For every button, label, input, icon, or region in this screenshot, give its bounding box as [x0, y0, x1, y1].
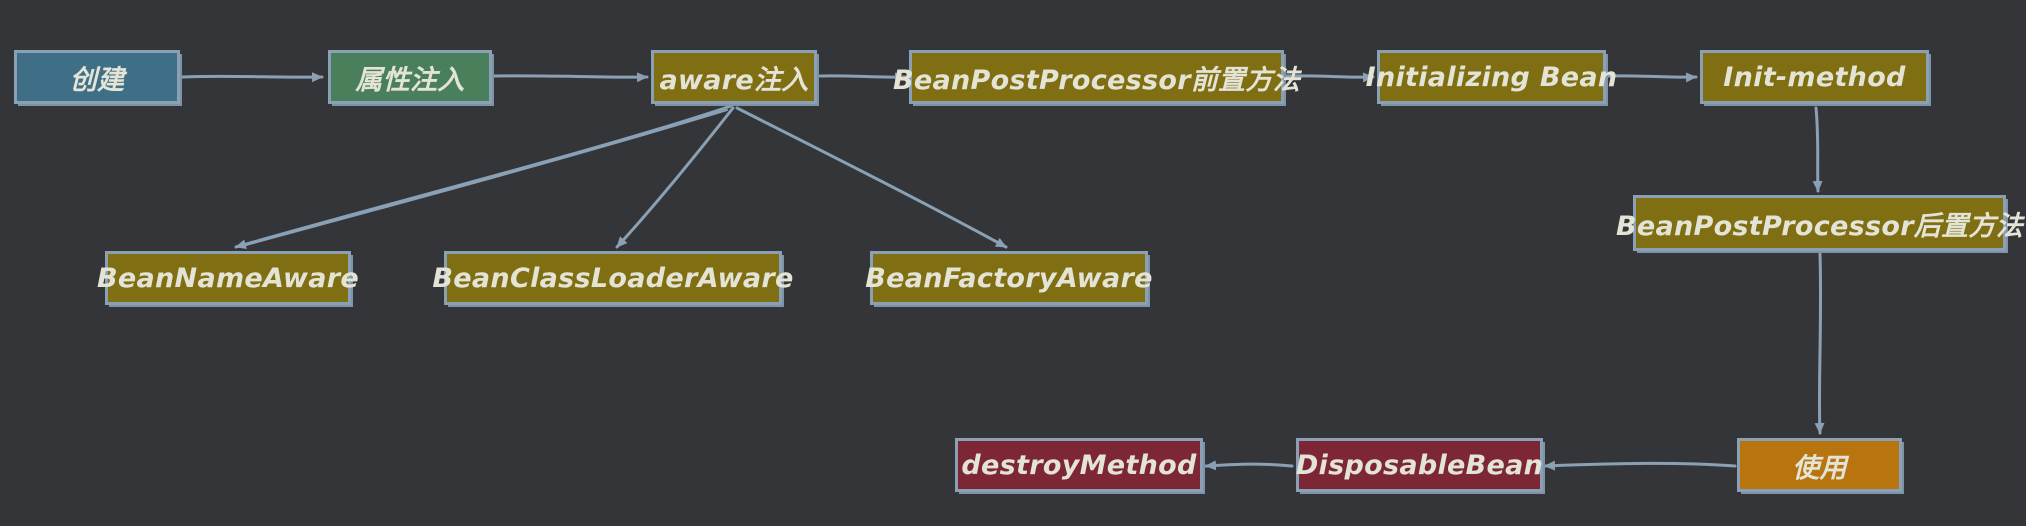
node-init-method-label: Init-method — [1723, 61, 1906, 93]
edge-disposable-bean-to-destroy-method — [1204, 460, 1294, 471]
node-destroy-method: destroyMethod — [955, 438, 1203, 492]
edge-create-to-property-inject — [180, 72, 324, 83]
node-bpp-before: BeanPostProcessor前置方法 — [893, 50, 1300, 104]
node-property-inject-label: 属性注入 — [355, 64, 465, 96]
edge-aware-inject-to-bean-factory-aware — [735, 106, 1008, 249]
edge-property-inject-to-aware-inject — [492, 72, 649, 83]
node-bpp-before-label: BeanPostProcessor前置方法 — [892, 64, 1301, 96]
node-bean-factory-aware: BeanFactoryAware — [865, 251, 1152, 305]
node-property-inject: 属性注入 — [328, 50, 492, 104]
node-init-method: Init-method — [1700, 50, 1929, 104]
edge-bpp-after-to-use — [1814, 252, 1825, 435]
node-bean-factory-aware-label: BeanFactoryAware — [865, 262, 1153, 294]
edge-aware-inject-to-bpp-before — [818, 72, 907, 83]
node-aware-inject-label: aware注入 — [659, 64, 809, 96]
node-bean-name-aware: BeanNameAware — [97, 251, 359, 305]
node-use-label: 使用 — [1792, 452, 1847, 484]
node-disposable-bean: DisposableBean — [1296, 438, 1543, 492]
node-create-label: 创建 — [69, 64, 125, 96]
edge-aware-inject-to-bean-classloader-aware — [615, 106, 735, 249]
node-destroy-method-label: destroyMethod — [961, 449, 1197, 481]
node-bean-classloader-aware-label: BeanClassLoaderAware — [432, 262, 794, 294]
node-use: 使用 — [1737, 438, 1902, 492]
node-initializing-bean-label: Initializing Bean — [1365, 61, 1618, 93]
edge-aware-inject-to-bean-name-aware — [234, 104, 733, 250]
node-disposable-bean-label: DisposableBean — [1295, 449, 1544, 481]
node-bean-classloader-aware: BeanClassLoaderAware — [432, 251, 793, 305]
node-create: 创建 — [14, 50, 180, 104]
edge-initializing-bean-to-init-method — [1606, 72, 1698, 83]
node-bean-name-aware-label: BeanNameAware — [97, 262, 359, 294]
node-bpp-after-label: BeanPostProcessor后置方法 — [1615, 210, 2024, 242]
edge-init-method-to-bpp-after — [1812, 106, 1823, 193]
edge-aware-inject-to-bean-name-aware-sketch — [245, 109, 728, 246]
edge-bpp-before-to-initializing-bean — [1284, 72, 1375, 83]
edge-use-to-disposable-bean — [1543, 460, 1737, 471]
node-initializing-bean: Initializing Bean — [1366, 50, 1617, 104]
node-aware-inject: aware注入 — [651, 50, 817, 104]
node-bpp-after: BeanPostProcessor后置方法 — [1616, 195, 2023, 251]
